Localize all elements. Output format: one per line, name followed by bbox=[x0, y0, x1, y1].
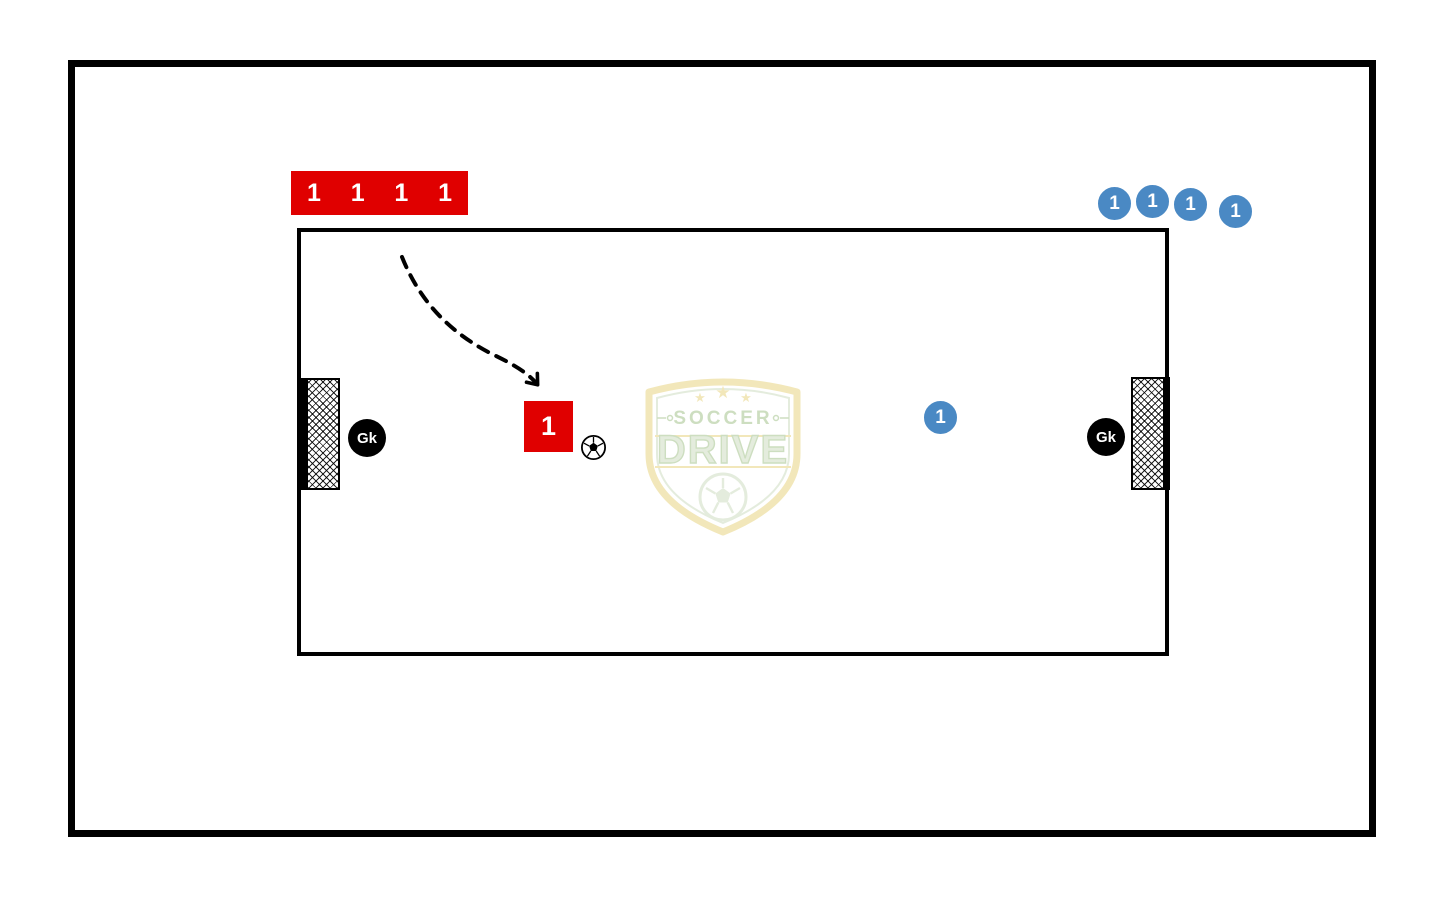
goalkeeper-left-label: Gk bbox=[356, 429, 377, 447]
blue-queue-player-label: 1 bbox=[1147, 191, 1158, 212]
soccer-drive-logo-svg: ★ ★ ★ SOCCER DRIVE bbox=[645, 378, 801, 536]
soccer-drive-logo: ★ ★ ★ SOCCER DRIVE bbox=[637, 366, 809, 538]
red-queue-player: 1 bbox=[394, 178, 409, 207]
logo-star-icon: ★ bbox=[715, 383, 730, 402]
blue-queue-player-label: 1 bbox=[1230, 201, 1241, 222]
blue-queue-player: 1 bbox=[1172, 186, 1209, 223]
logo-star-icon: ★ bbox=[740, 390, 752, 405]
red-attacker: 1 bbox=[524, 401, 573, 452]
blue-queue-player: 1 bbox=[1096, 185, 1133, 222]
red-queue-player: 1 bbox=[438, 178, 452, 207]
red-queue-player: 1 bbox=[350, 178, 365, 207]
blue-defender-label: 1 bbox=[935, 407, 946, 428]
blue-queue-player: 1 bbox=[1217, 193, 1254, 230]
logo-shield bbox=[645, 378, 801, 536]
logo-ribbon bbox=[655, 435, 791, 468]
soccer-ball-icon bbox=[580, 434, 607, 461]
goalkeeper-right: Gk bbox=[1087, 418, 1125, 456]
goal-left bbox=[301, 378, 340, 490]
goalkeeper-left: Gk bbox=[348, 419, 386, 457]
logo-ball-icon bbox=[698, 472, 748, 522]
blue-defender: 1 bbox=[922, 399, 959, 436]
logo-subtitle: DRIVE bbox=[657, 428, 789, 472]
blue-queue-player-label: 1 bbox=[1185, 194, 1196, 215]
blue-queue-player-label: 1 bbox=[1109, 193, 1120, 214]
logo-title: SOCCER bbox=[673, 408, 772, 429]
soccer-ball-svg bbox=[580, 434, 607, 461]
logo-star-icon: ★ bbox=[694, 390, 706, 405]
red-attacker-label: 1 bbox=[540, 411, 557, 441]
red-queue-player: 1 bbox=[307, 178, 321, 207]
logo-circuit-decoration bbox=[657, 414, 789, 422]
red-player-queue: 1 1 1 1 bbox=[291, 171, 468, 215]
logo-shield-inner bbox=[656, 388, 790, 525]
goal-right bbox=[1131, 377, 1170, 490]
goalkeeper-right-label: Gk bbox=[1095, 428, 1116, 446]
blue-queue-player: 1 bbox=[1134, 183, 1171, 220]
